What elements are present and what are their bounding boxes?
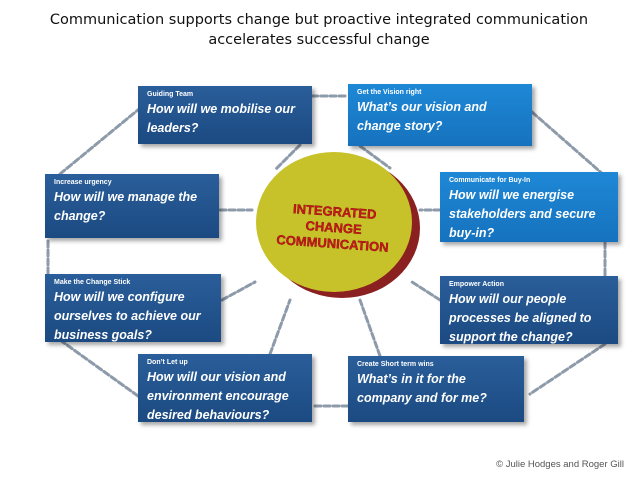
box-question: How will we energise stakeholders and se… — [449, 188, 596, 240]
hub-disc — [256, 152, 412, 292]
box-guiding-team: Guiding Team How will we mobilise our le… — [138, 86, 312, 144]
box-vision: Get the Vision right What’s our vision a… — [348, 84, 532, 146]
box-question: How will our vision and environment enco… — [147, 370, 289, 422]
box-question: How will we manage the change? — [54, 190, 198, 223]
chain-link — [273, 143, 302, 172]
chain-link — [58, 98, 152, 176]
box-increase-urgency: Increase urgency How will we manage the … — [45, 174, 219, 238]
box-question: What’s our vision and change story? — [357, 100, 487, 133]
hub-text-line: CHANGE — [305, 218, 363, 237]
copyright-footer: © Julie Hodges and Roger Gill — [496, 459, 624, 470]
diagram-title: Communication supports change but proact… — [49, 12, 589, 48]
box-dont-let-up: Don’t Let up How will our vision and env… — [138, 354, 312, 422]
chain-link — [268, 298, 292, 356]
box-question: What’s in it for the company and for me? — [357, 372, 487, 405]
box-question: How will our people processes be aligned… — [449, 292, 592, 344]
chain-link — [410, 280, 442, 302]
box-make-change-stick: Make the Change Stick How will we config… — [45, 274, 221, 342]
chain-link — [358, 298, 382, 358]
box-label: Make the Change Stick — [54, 279, 131, 286]
box-label: Get the Vision right — [357, 89, 422, 96]
box-communicate-buy-in: Communicate for Buy-In How will we energ… — [440, 172, 618, 242]
chain-link — [220, 280, 257, 302]
chain-link — [530, 110, 607, 178]
hub-text-line: INTEGRATED — [293, 201, 377, 222]
box-short-term-wins: Create Short term wins What’s in it for … — [348, 356, 524, 422]
box-question: How will we mobilise our leaders? — [147, 102, 295, 135]
chain-link — [58, 338, 140, 398]
box-label: Guiding Team — [147, 91, 194, 98]
central-hub: INTEGRATED CHANGE COMMUNICATION — [256, 152, 420, 298]
box-label: Create Short term wins — [357, 361, 434, 368]
chain-link — [358, 144, 392, 170]
box-label: Empower Action — [449, 281, 504, 288]
box-empower-action: Empower Action How will our people proce… — [440, 276, 618, 344]
chain-link — [528, 342, 607, 396]
box-label: Don’t Let up — [147, 359, 188, 366]
box-label: Increase urgency — [54, 179, 112, 186]
box-label: Communicate for Buy-In — [449, 177, 531, 184]
box-question: How will we configure ourselves to achie… — [54, 290, 201, 342]
